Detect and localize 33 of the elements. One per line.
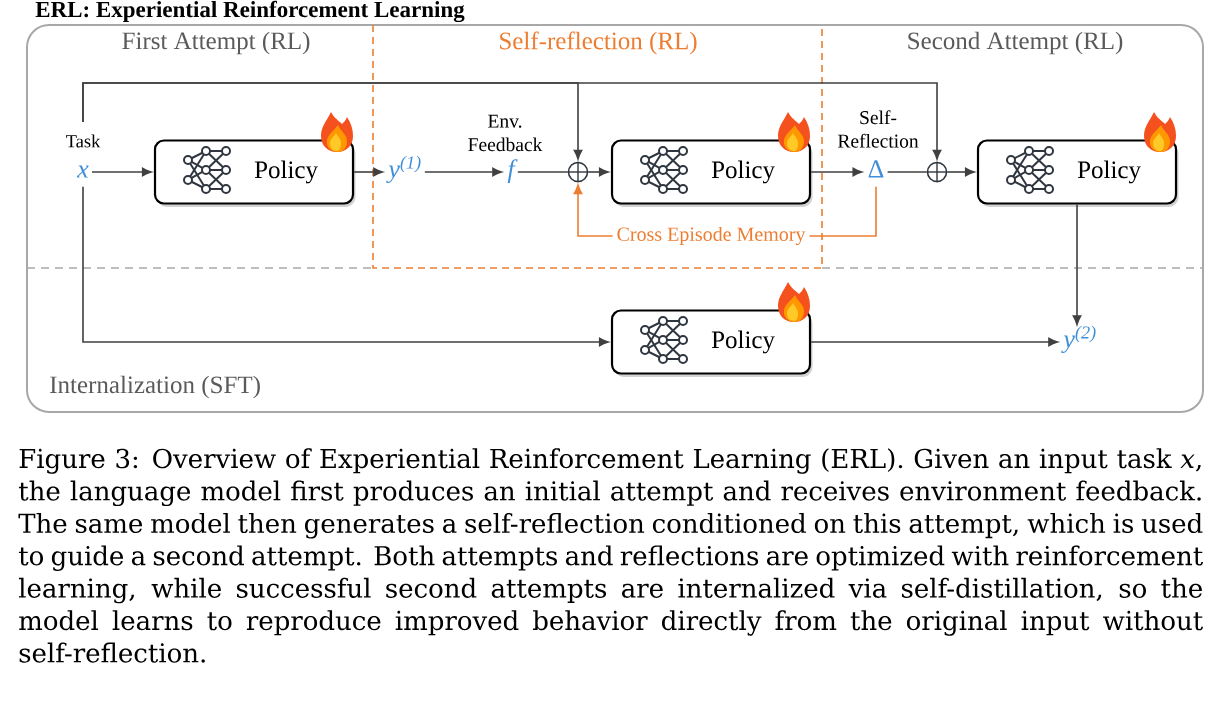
arrow xyxy=(810,167,863,177)
arrow xyxy=(424,167,502,177)
math-variable: x xyxy=(76,165,89,178)
arrow xyxy=(353,167,383,177)
section-title: First Attempt (RL) xyxy=(122,31,310,55)
arrow xyxy=(587,167,609,177)
arrow xyxy=(810,337,1058,347)
figure-caption: Figure 3: Overview of Experiential Reinforcement Learning (ERL). Given an input task x, the language model first produces an initial attempt and receives environment feedback. The same model then generates a self-reflection conditioned on this attempt, which is used to guide a second attempt. Both attempts and reflections are optimized with reinforcement learning, while successful second attempts are internalized via self-distillation, so the model learns to reproduce improved behavior directly from the original input without self-reflection. xyxy=(18,448,1203,663)
figure-title: ERL: Experiential Reinforcement Learning xyxy=(35,0,465,23)
plus-circle xyxy=(926,161,948,183)
policy-box: Policy xyxy=(153,139,356,207)
plus-circle xyxy=(567,161,589,183)
math-variable: y$^{(2)}$ xyxy=(1061,325,1096,354)
section-title: Internalization (SFT) xyxy=(50,375,260,399)
arrow xyxy=(946,167,975,177)
policy-box: Policy xyxy=(610,139,813,207)
policy-box: Policy xyxy=(976,139,1179,207)
edge-label: Cross Episode Memory xyxy=(612,222,810,250)
math-variable: f xyxy=(507,159,518,184)
connector-line xyxy=(517,171,569,173)
node-label: Task xyxy=(66,134,101,148)
math-variable: y$^{(1)}$ xyxy=(386,155,421,184)
node-label: Self- Reflection xyxy=(837,110,919,148)
node-label: Env. Feedback xyxy=(468,114,543,152)
arrow xyxy=(82,82,942,160)
section-title: Self-reflection (RL) xyxy=(500,31,697,55)
policy-box: Policy xyxy=(610,309,813,377)
arrow xyxy=(1072,203,1082,326)
connector-line xyxy=(886,171,928,173)
arrow xyxy=(91,167,152,177)
section-title: Second Attempt (RL) xyxy=(908,31,1123,55)
arrow xyxy=(82,185,609,347)
math-variable: Δ xyxy=(868,160,884,178)
